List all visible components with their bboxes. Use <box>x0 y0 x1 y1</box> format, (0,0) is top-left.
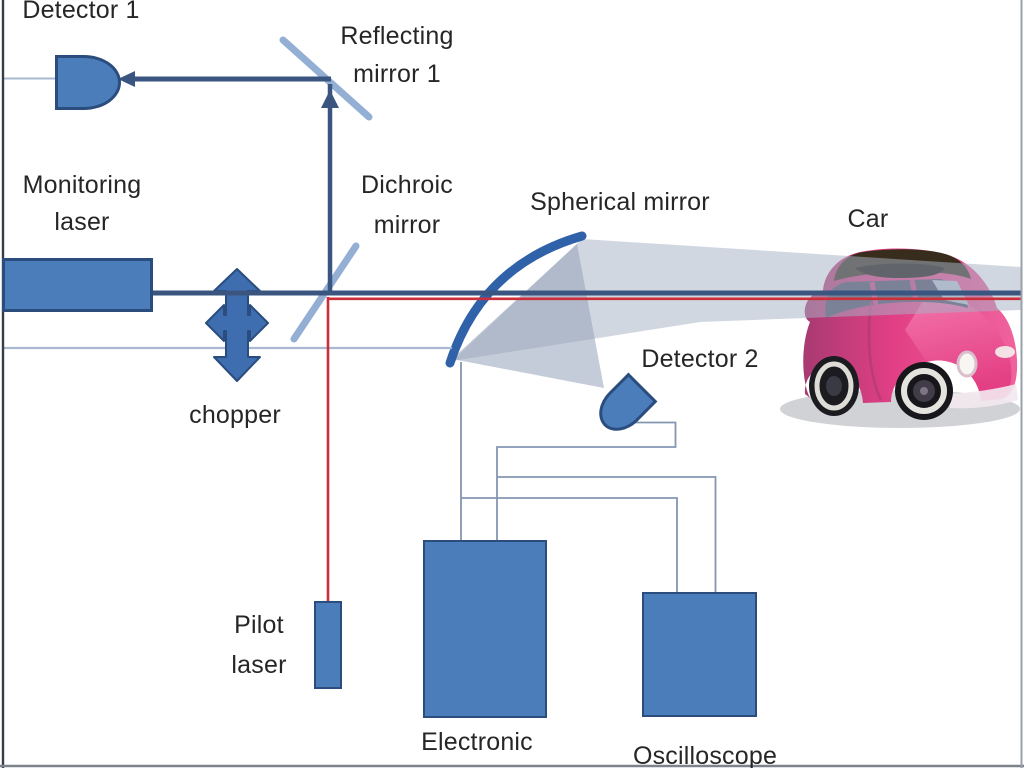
car-front-wheel <box>895 362 953 420</box>
spherical-mirror <box>445 231 587 368</box>
wire-detector2-to-oscilloscope <box>497 476 717 592</box>
car-hood <box>905 290 1012 401</box>
car-rear-wheel <box>809 356 859 416</box>
wire-branch-to-oscilloscope <box>461 497 678 592</box>
car-bumper <box>948 384 1018 409</box>
reflecting-mirror-label-line2: mirror 1 <box>353 60 441 88</box>
dichroic-mirror-label-line1: Dichroic <box>361 171 453 199</box>
dichroic-mirror-label-line2: mirror <box>373 211 441 239</box>
beam-arrowhead-left <box>118 71 135 87</box>
spherical-mirror-label: Spherical mirror <box>530 188 710 216</box>
monitoring-laser-label-line1: Monitoring <box>22 171 142 199</box>
pilot-laser-label-line2: laser <box>231 651 287 679</box>
monitoring-laser-body <box>2 258 153 312</box>
detector1-body <box>55 55 121 110</box>
car-label: Car <box>847 205 889 233</box>
monitoring-laser-label: Monitoring laser <box>23 167 142 241</box>
chopper-icon <box>205 268 269 382</box>
detector1-label: Detector 1 <box>22 0 140 24</box>
electronic-label: Electronic <box>421 728 533 756</box>
wire-detector2-to-electronic <box>496 421 677 540</box>
pilot-laser-body <box>314 601 342 689</box>
detector2-label: Detector 2 <box>641 345 759 373</box>
pilot-laser-label: Pilot laser <box>231 605 286 685</box>
electronic-box <box>423 540 547 718</box>
fan-to-detector2 <box>452 244 604 388</box>
beam-arrowhead-up <box>321 90 339 108</box>
oscilloscope-box <box>642 592 757 717</box>
car-headlight-2 <box>995 346 1015 358</box>
dichroic-mirror-label: Dichroic mirror <box>361 165 453 245</box>
chopper-label: chopper <box>189 401 281 429</box>
oscilloscope-label: Oscilloscope <box>632 742 778 768</box>
reflecting-mirror-label: Reflecting mirror 1 <box>340 17 453 93</box>
car-headlight <box>956 350 978 378</box>
monitoring-laser-label-line2: laser <box>54 208 110 236</box>
pilot-laser-label-line1: Pilot <box>234 611 284 639</box>
reflecting-mirror-label-line1: Reflecting <box>340 22 454 50</box>
